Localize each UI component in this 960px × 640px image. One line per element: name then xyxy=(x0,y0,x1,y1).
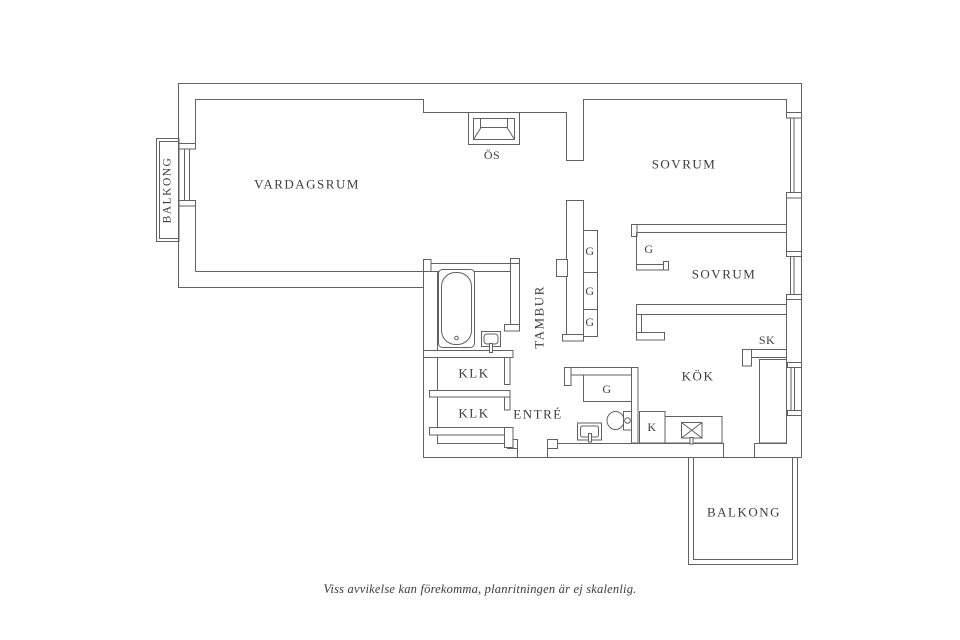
room-label-kok: KÖK xyxy=(681,368,715,384)
label-garderob-2: G xyxy=(585,284,595,298)
balcony-left-structure xyxy=(156,138,180,242)
window-icon-bedroom1 xyxy=(786,112,802,199)
bathtub-icon xyxy=(438,269,475,348)
window-icon-kitchen xyxy=(787,362,802,416)
wc-sink-icon xyxy=(577,422,602,443)
room-label-balkong-bottom: BALKONG xyxy=(706,504,782,520)
disclaimer-caption: Viss avvikelse kan förekomma, planritnin… xyxy=(323,581,637,596)
label-garderob-5: G xyxy=(602,382,612,396)
fireplace-icon xyxy=(468,112,520,145)
label-garderob-1: G xyxy=(585,244,595,258)
label-oppen-spis: ÖS xyxy=(483,148,501,162)
room-label-balkong-left: BALKONG xyxy=(161,156,174,224)
room-label-tambur: TAMBUR xyxy=(531,285,547,349)
label-garderob-3: G xyxy=(585,315,595,329)
room-label-sovrum-1: SOVRUM xyxy=(651,156,717,172)
toilet-icon xyxy=(606,411,632,431)
room-label-entre: ENTRÉ xyxy=(513,406,563,422)
label-kyl: K xyxy=(647,420,657,434)
room-label-sovrum-2: SOVRUM xyxy=(691,266,757,282)
window-icon-bedroom2 xyxy=(786,251,802,300)
bathroom-sink-icon xyxy=(481,331,501,353)
balcony-bottom-structure xyxy=(688,457,798,565)
label-garderob-4: G xyxy=(644,242,654,256)
interior-walls xyxy=(423,200,787,448)
room-label-klk-1: KLK xyxy=(458,365,490,381)
room-label-klk-2: KLK xyxy=(458,405,490,421)
room-label-sk: SK xyxy=(758,333,776,347)
room-label-vardagsrum: VARDAGSRUM xyxy=(254,176,360,192)
kitchen-sink-icon xyxy=(681,422,703,445)
